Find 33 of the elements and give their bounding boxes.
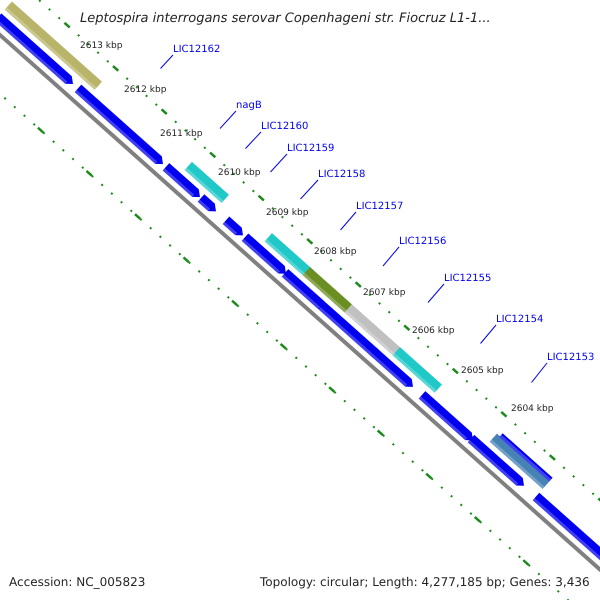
footer-text: Topology: circular; Length: 4,277,185 bp; Genes: 3,436 xyxy=(260,576,590,588)
gene-label: nagB xyxy=(236,101,262,111)
gene-label: LIC12158 xyxy=(318,170,366,180)
scale-label: 2613 kbp xyxy=(80,42,122,51)
scale-label: 2606 kbp xyxy=(412,327,454,336)
scale-label: 2609 kbp xyxy=(266,209,308,218)
scale-label: 2607 kbp xyxy=(363,289,406,298)
gene-label: LIC12159 xyxy=(287,144,334,154)
leader-line xyxy=(300,180,318,200)
gene-label: LIC12156 xyxy=(399,237,446,247)
leader-line xyxy=(382,246,400,266)
gene-label: LIC12153 xyxy=(547,353,594,363)
leader-line xyxy=(270,154,288,172)
leader-line xyxy=(340,212,356,230)
gene-label: LIC12157 xyxy=(356,202,404,212)
gene-label: LIC12162 xyxy=(173,45,220,55)
title: Leptospira interrogans serovar Copenhageni str. Fiocruz L1-1... xyxy=(80,12,491,25)
gene-label: LIC12160 xyxy=(261,122,308,132)
scale-label: 2604 kbp xyxy=(511,405,554,414)
gene-label: LIC12155 xyxy=(444,274,492,284)
leader-line xyxy=(480,324,496,344)
leader-line xyxy=(531,362,548,383)
footer-text: Accession: NC_005823 xyxy=(9,576,146,588)
leader-line xyxy=(220,110,236,129)
leader-line xyxy=(245,132,262,149)
gene-label: LIC12154 xyxy=(496,315,544,325)
scale-label: 2611 kbp xyxy=(160,130,202,139)
scale-label: 2605 kbp xyxy=(461,367,504,376)
leader-line xyxy=(428,284,444,303)
scale-label: 2610 kbp xyxy=(218,169,260,178)
scale-label: 2612 kbp xyxy=(124,86,166,95)
scale-label: 2608 kbp xyxy=(314,248,356,257)
leader-line xyxy=(160,54,174,69)
